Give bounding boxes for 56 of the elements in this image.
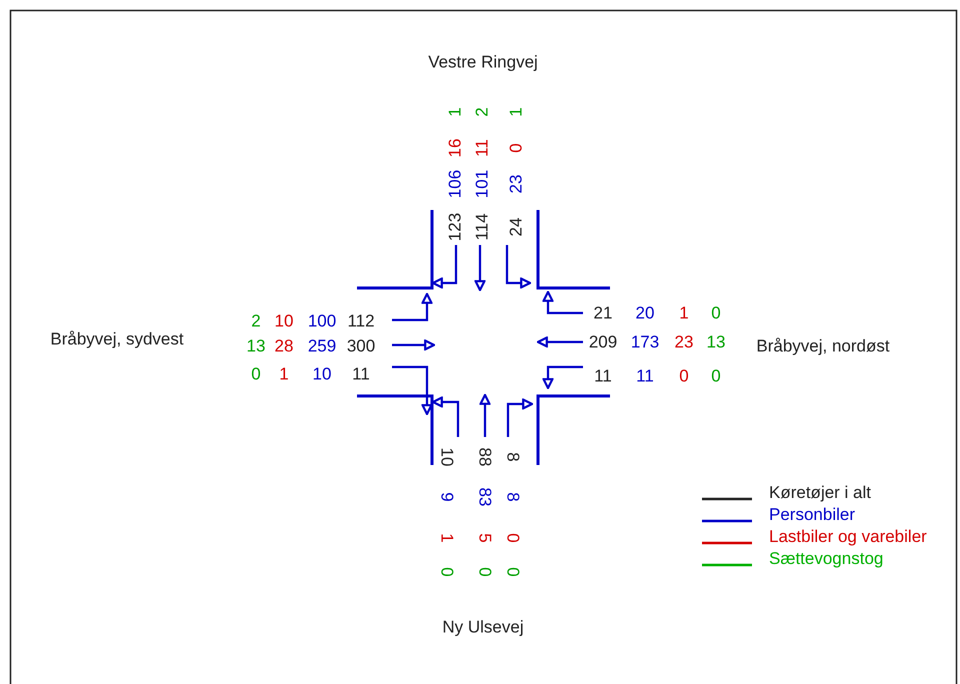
count-value: 20 — [636, 304, 654, 322]
count-value: 8 — [504, 452, 522, 462]
count-value: 1 — [279, 366, 289, 382]
count-value: 11 — [352, 366, 370, 382]
count-value: 11 — [474, 139, 490, 157]
count-value: 8 — [504, 492, 522, 502]
count-value: 101 — [474, 170, 490, 198]
count-value: 1 — [446, 107, 464, 117]
road-name: Ny Ulsevej — [442, 618, 524, 636]
count-value: 0 — [711, 368, 721, 384]
count-value: 2 — [474, 107, 490, 117]
count-value: 112 — [347, 312, 375, 330]
count-value: 0 — [504, 533, 522, 543]
count-value: 16 — [446, 138, 464, 158]
count-value: 123 — [446, 212, 464, 242]
count-value: 0 — [438, 567, 456, 577]
count-value: 0 — [711, 304, 721, 322]
count-value: 11 — [594, 368, 612, 384]
road-name: Bråbyvej, nordøst — [756, 338, 890, 354]
count-value: 114 — [474, 213, 490, 241]
count-value: 10 — [274, 312, 294, 330]
count-value: 173 — [630, 334, 660, 350]
count-value: 21 — [594, 304, 612, 322]
count-value: 1 — [438, 533, 456, 543]
legend-label: Køretøjer i alt — [769, 484, 872, 501]
count-value: 1 — [679, 304, 689, 322]
count-value: 13 — [246, 338, 266, 354]
legend-label: Personbiler — [769, 506, 855, 523]
count-value: 259 — [308, 338, 336, 354]
count-value: 10 — [312, 366, 332, 382]
count-value: 88 — [476, 448, 494, 466]
count-value: 300 — [346, 338, 376, 354]
road-name: Vestre Ringvej — [428, 54, 538, 70]
count-value: 2 — [251, 312, 261, 330]
count-value: 10 — [438, 448, 456, 466]
count-value: 0 — [504, 567, 522, 577]
road-name: Bråbyvej, sydvest — [50, 330, 184, 348]
legend-label: Lastbiler og varebiler — [769, 528, 927, 545]
count-value: 0 — [508, 143, 524, 153]
count-value: 28 — [274, 338, 294, 354]
count-value: 100 — [308, 312, 336, 330]
count-value: 11 — [636, 368, 654, 384]
count-value: 83 — [476, 488, 494, 506]
count-value: 9 — [438, 492, 456, 502]
count-value: 5 — [476, 533, 494, 543]
count-value: 209 — [588, 334, 618, 350]
count-value: 0 — [476, 567, 494, 577]
legend-label: Sættevognstog — [769, 550, 884, 567]
count-value: 24 — [508, 218, 524, 236]
count-value: 23 — [674, 334, 694, 350]
count-value: 23 — [508, 174, 524, 194]
count-value: 13 — [706, 334, 726, 350]
count-value: 0 — [251, 366, 261, 382]
count-value: 106 — [446, 170, 464, 198]
count-value: 1 — [508, 107, 524, 117]
count-value: 0 — [679, 368, 689, 384]
